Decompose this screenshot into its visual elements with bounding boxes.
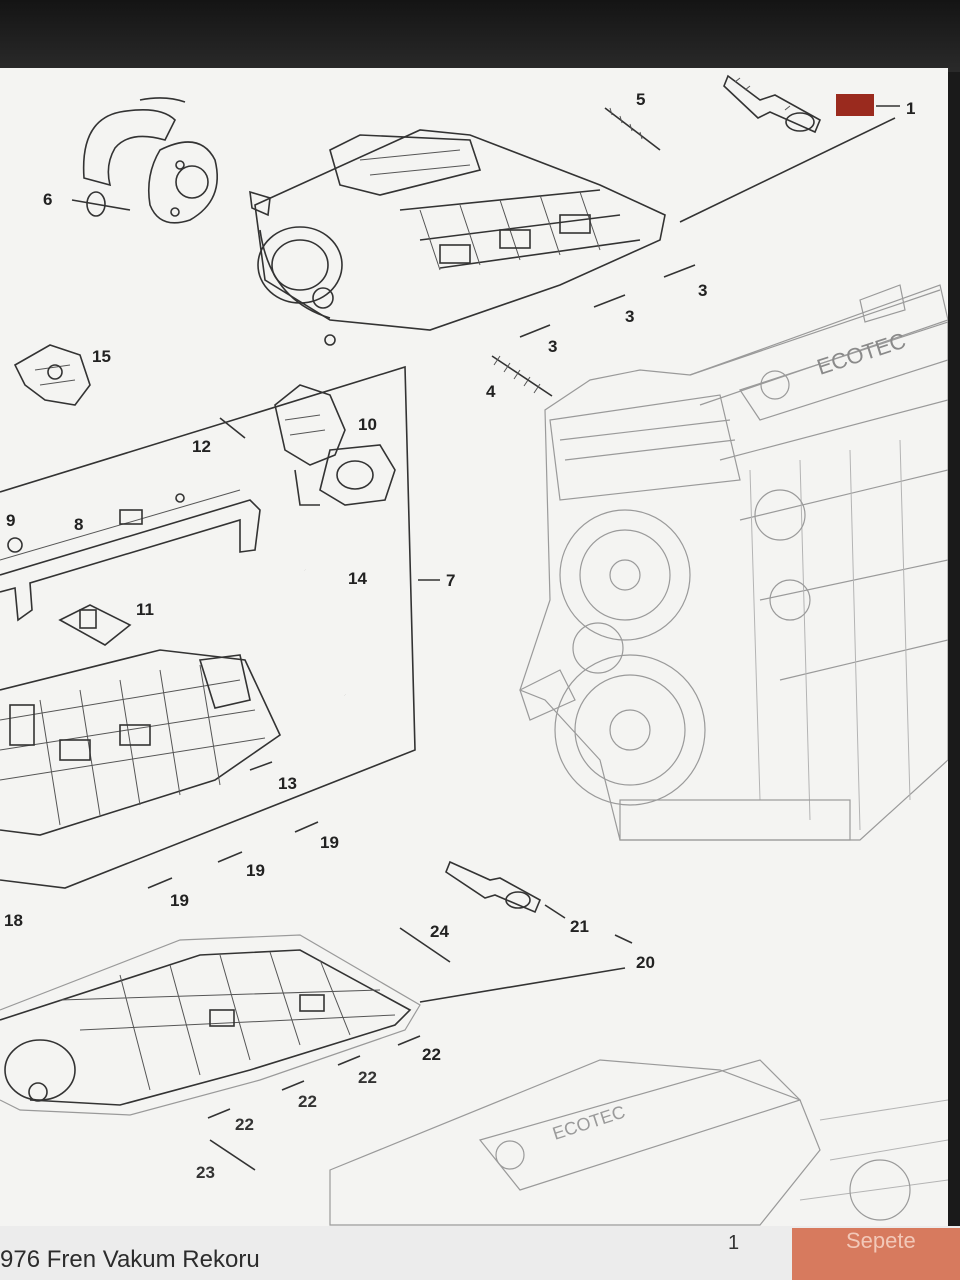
- group-7-frame: [0, 365, 416, 889]
- callout-1: 1: [906, 99, 915, 118]
- lower-manifold-alternate: [0, 934, 421, 1116]
- engine-block: ECOTEC: [519, 284, 948, 841]
- part-23-gasket: [209, 1139, 256, 1171]
- callout-23: 23: [196, 1163, 215, 1182]
- callout-4: 4: [486, 382, 496, 401]
- upper-intake-manifold: [249, 129, 666, 346]
- part-1-vacuum-fitting: [723, 74, 900, 134]
- callout-3b: 3: [625, 307, 634, 326]
- callout-22b: 22: [358, 1068, 377, 1087]
- engine-badge-lower: ECOTEC: [550, 1102, 628, 1144]
- part-12-screw: [219, 417, 246, 439]
- part-19-studs: [147, 821, 319, 889]
- engine-badge: ECOTEC: [814, 328, 909, 380]
- callout-14: 14: [348, 569, 367, 588]
- callout-19b: 19: [246, 861, 265, 880]
- callout-10: 10: [358, 415, 377, 434]
- callout-7: 7: [446, 571, 455, 590]
- callout-20: 20: [636, 953, 655, 972]
- part-24-stud: [399, 927, 451, 963]
- part-21-leader: [614, 934, 633, 944]
- exploded-parts-diagram: ECOTEC: [0, 74, 948, 1226]
- callout-13: 13: [278, 774, 297, 793]
- parts-diagram-viewer: ECOTEC: [0, 68, 948, 1228]
- callout-9: 9: [6, 511, 15, 530]
- callout-22c: 22: [298, 1092, 317, 1111]
- part-21-sensor: [445, 860, 566, 919]
- monitor-bezel: [0, 0, 960, 72]
- callout-22d: 22: [235, 1115, 254, 1134]
- callout-12: 12: [192, 437, 211, 456]
- callout-24: 24: [430, 922, 449, 941]
- callout-19c: 19: [170, 891, 189, 910]
- callout-8: 8: [74, 515, 83, 534]
- callout-11: 11: [136, 600, 154, 619]
- part-3-studs: [519, 264, 696, 338]
- part-6-hose-adapter: [71, 97, 219, 224]
- callout-21: 21: [570, 917, 589, 936]
- callout-5: 5: [636, 90, 645, 109]
- callout-18: 18: [4, 911, 23, 930]
- part-11-mount: [58, 604, 132, 646]
- part-8-rail: [0, 489, 261, 622]
- part-20-leader: [419, 967, 626, 1003]
- add-to-cart-label: Sepete: [846, 1228, 916, 1253]
- part-14-hose: [304, 569, 360, 696]
- callout-3a: 3: [698, 281, 707, 300]
- callout-19a: 19: [320, 833, 339, 852]
- selected-part-highlight[interactable]: [836, 94, 874, 116]
- callout-15: 15: [92, 347, 111, 366]
- callout-6: 6: [43, 190, 52, 209]
- callout-3c: 3: [548, 337, 557, 356]
- part-10-actuator: [274, 384, 396, 506]
- part-15-bracket: [13, 344, 91, 406]
- quantity-value[interactable]: 1: [728, 1232, 740, 1254]
- add-to-cart-button[interactable]: [792, 1228, 960, 1280]
- engine-block-lower: ECOTEC: [329, 1059, 948, 1226]
- lower-intake-manifold: [0, 649, 282, 836]
- part-13-stud: [249, 761, 273, 771]
- product-title[interactable]: 976 Fren Vakum Rekoru: [0, 1246, 260, 1273]
- part-4-gasket-strip: [491, 355, 553, 397]
- part-22-studs: [207, 1035, 421, 1119]
- part-5-stud: [604, 107, 661, 151]
- callout-22a: 22: [422, 1045, 441, 1064]
